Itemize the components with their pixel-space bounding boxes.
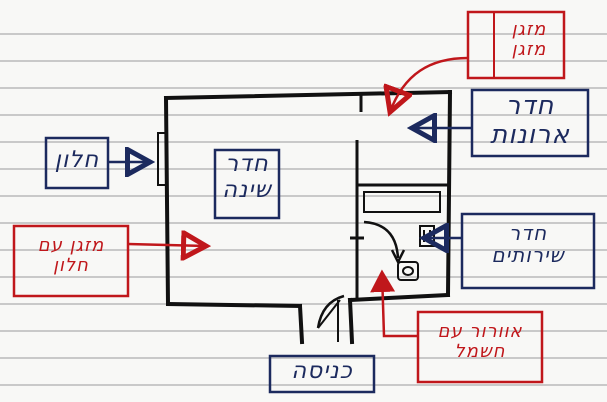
ac-window-label-line1: מזגן עם <box>37 235 105 256</box>
interior-partitions <box>350 95 448 300</box>
entrance-label-text: כניסה <box>291 358 353 384</box>
bathroom-label-box <box>460 212 596 290</box>
bottom-left-wall <box>165 301 303 309</box>
right-wall <box>445 89 453 298</box>
bedroom-label: חדר שינה <box>215 151 279 204</box>
bathroom-label-line2: שירותים <box>491 243 565 268</box>
window-label: חלון <box>46 147 108 174</box>
ac-window-label-box <box>12 224 130 298</box>
entrance-door-swing <box>316 294 345 329</box>
wardrobe-label-line1: חדר <box>505 91 555 121</box>
ac-unit-label: מזגן מזגן <box>494 19 564 61</box>
toilet-icon <box>397 261 419 281</box>
bedroom-label-box <box>213 148 281 220</box>
left-wall <box>163 95 171 307</box>
window-label-text: חלון <box>54 147 100 173</box>
entrance-left-wall <box>297 303 305 345</box>
window-frame <box>157 132 168 186</box>
entrance-door-leaf <box>317 299 341 329</box>
entrance-label-box <box>268 354 376 394</box>
top-wall <box>163 89 453 101</box>
ac-window-label-line2: חלון <box>53 255 89 277</box>
bottom-right-wall <box>347 292 451 303</box>
bathroom-door-swing <box>363 220 400 259</box>
ac-unit-arrow <box>390 56 469 112</box>
ac-unit-label-box <box>466 10 566 80</box>
ac-unit-label-line1: מזגן <box>511 19 547 40</box>
ac-bath-label-line1: אוורור עם <box>437 321 523 342</box>
entrance-right-wall <box>347 297 355 345</box>
bedroom-label-line1: חדר <box>225 151 269 177</box>
ac-window-label: מזגן עם חלון <box>14 235 128 277</box>
bathroom-label: חדר שירותים <box>462 222 594 267</box>
ac-bath-label-line2: חשמל <box>454 341 506 363</box>
wardrobe-room-label: חדר ארונות <box>472 91 588 151</box>
wardrobe-label-box <box>470 88 590 158</box>
ac-window-arrow <box>127 244 206 246</box>
ac-bath-label: אוורור עם חשמל <box>418 321 542 363</box>
ac-bath-label-box <box>416 310 544 384</box>
entrance-label: כניסה <box>270 358 374 385</box>
wardrobe-label-line2: ארונות <box>490 120 570 151</box>
bathroom-side-door <box>419 225 435 247</box>
apartment-walls <box>163 89 453 345</box>
bedroom-label-line2: שינה <box>222 176 272 203</box>
bathroom-label-line1: חדר <box>508 221 548 245</box>
bathroom-counter <box>363 191 441 213</box>
ac-unit-label-line2: מזגן <box>511 39 547 61</box>
ac-bath-arrow <box>370 269 418 338</box>
